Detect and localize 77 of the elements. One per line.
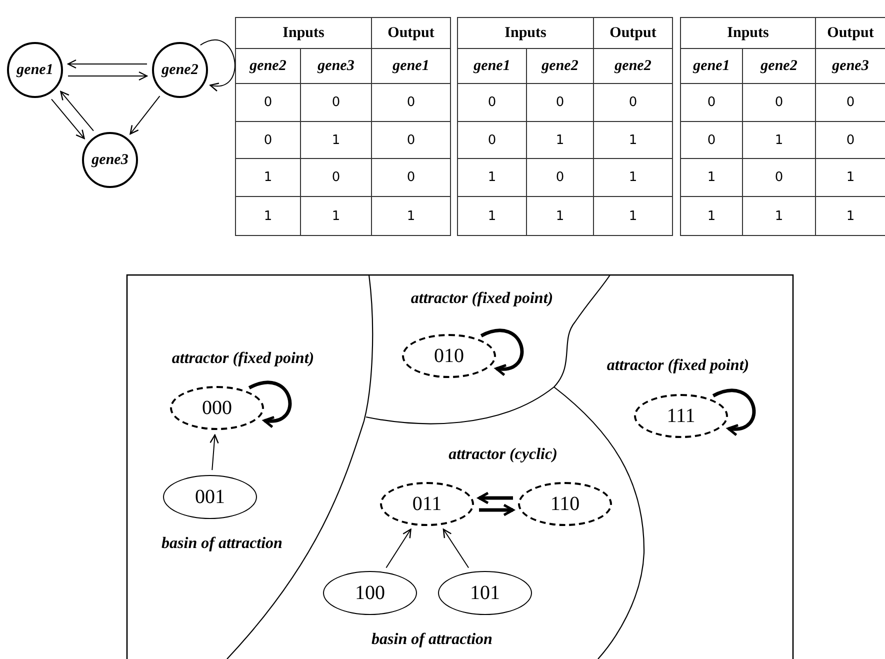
table-cell: 1 — [300, 122, 372, 158]
attractor-state-ellipse: 111 — [634, 394, 728, 438]
attractor-label: attractor (fixed point) — [410, 290, 554, 308]
column-header: gene3 — [300, 48, 372, 84]
table-cell: 0 — [742, 84, 816, 122]
table-cell: 0 — [300, 84, 372, 122]
arrow — [442, 528, 470, 568]
arrow — [51, 98, 85, 140]
self-loop-arrow — [712, 388, 756, 436]
table-cell: 0 — [526, 158, 594, 196]
table-cell: 0 — [458, 122, 526, 158]
table-cell: 0 — [372, 158, 451, 196]
table-cell: 0 — [594, 84, 673, 122]
table-cell: 1 — [742, 122, 816, 158]
table-cell: 1 — [300, 196, 372, 236]
attractor-state-ellipse: 110 — [518, 482, 612, 526]
attractor-state-ellipse: 000 — [170, 386, 264, 430]
table-cell: 0 — [372, 122, 451, 158]
arrow — [130, 96, 160, 135]
table-group-header: Output — [816, 18, 885, 48]
basin-state-ellipse: 101 — [438, 571, 532, 615]
attractor-state-ellipse: 011 — [380, 482, 474, 526]
table-cell: 0 — [236, 84, 300, 122]
arrow — [478, 492, 513, 504]
table-cell: 0 — [372, 84, 451, 122]
table-cell: 1 — [458, 158, 526, 196]
column-header: gene2 — [594, 48, 673, 84]
table-cell: 1 — [680, 158, 742, 196]
column-header: gene2 — [742, 48, 816, 84]
table-group-header: Inputs — [680, 18, 816, 48]
column-header: gene2 — [236, 48, 300, 84]
column-header: gene1 — [458, 48, 526, 84]
table-cell: 0 — [300, 158, 372, 196]
arrow — [68, 71, 148, 81]
table-cell: 1 — [594, 158, 673, 196]
table-cell: 1 — [742, 196, 816, 236]
table-cell: 0 — [742, 158, 816, 196]
arrow — [386, 528, 412, 568]
attractor-label: attractor (cyclic) — [448, 446, 558, 464]
arrow — [60, 90, 94, 132]
basin-state-ellipse: 001 — [163, 475, 257, 519]
table-cell: 1 — [594, 196, 673, 236]
attractor-label: attractor (fixed point) — [172, 350, 314, 368]
table-group-header: Output — [372, 18, 451, 48]
attractor-label: attractor (fixed point) — [606, 357, 750, 375]
table-cell: 0 — [236, 122, 300, 158]
table-cell: 0 — [526, 84, 594, 122]
table-cell: 1 — [236, 158, 300, 196]
self-loop-arrow — [248, 380, 292, 428]
table-cell: 0 — [458, 84, 526, 122]
column-header: gene1 — [680, 48, 742, 84]
table-group-header: Inputs — [458, 18, 594, 48]
column-header: gene2 — [526, 48, 594, 84]
gene-circle: gene3 — [82, 132, 138, 188]
table-cell: 1 — [680, 196, 742, 236]
basin-label: basin of attraction — [162, 535, 282, 553]
arrow — [67, 59, 148, 69]
basin-label: basin of attraction — [372, 631, 492, 649]
gene-circle: gene1 — [7, 42, 63, 98]
attractor-state-ellipse: 010 — [402, 334, 496, 378]
self-loop-arrow — [480, 328, 524, 376]
table-cell: 1 — [458, 196, 526, 236]
table-cell: 1 — [594, 122, 673, 158]
basin-state-ellipse: 100 — [323, 571, 417, 615]
table-cell: 1 — [526, 196, 594, 236]
arrow — [479, 504, 514, 516]
table-cell: 1 — [526, 122, 594, 158]
table-group-header: Inputs — [236, 18, 372, 48]
table-cell: 0 — [680, 122, 742, 158]
table-group-header: Output — [594, 18, 673, 48]
self-loop-arrow — [200, 40, 236, 90]
gene-circle: gene2 — [152, 42, 208, 98]
arrow — [210, 434, 219, 471]
table-cell: 0 — [680, 84, 742, 122]
table-cell: 1 — [372, 196, 451, 236]
table-cell: 1 — [236, 196, 300, 236]
column-header: gene1 — [372, 48, 451, 84]
